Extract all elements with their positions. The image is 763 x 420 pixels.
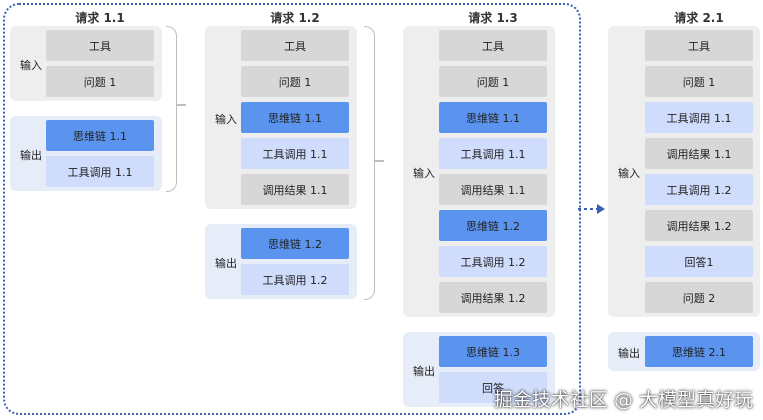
output-label: 输出	[20, 148, 42, 162]
output-item: 思维链 2.1	[645, 336, 753, 367]
output-item: 回答	[439, 372, 547, 403]
input-item: 问题 1	[439, 66, 547, 97]
input-item: 工具调用 1.1	[439, 138, 547, 169]
input-item: 调用结果 1.1	[645, 138, 753, 169]
column-title: 请求 2.1	[674, 11, 724, 25]
output-item: 思维链 1.2	[241, 228, 349, 259]
output-label: 输出	[618, 346, 640, 360]
input-item: 工具调用 1.2	[645, 174, 753, 205]
bracket-arrow-1	[177, 104, 186, 106]
input-item: 调用结果 1.2	[439, 282, 547, 313]
input-item: 工具调用 1.2	[439, 246, 547, 277]
group-arrow	[578, 204, 605, 214]
input-item: 回答1	[645, 246, 753, 277]
bracket-1	[166, 26, 177, 192]
input-item: 问题 2	[645, 282, 753, 313]
input-label: 输入	[215, 112, 237, 126]
watermark: 掘金技术社区 @ 大模型真好玩	[493, 389, 753, 411]
input-label: 输入	[20, 58, 42, 72]
input-label: 输入	[413, 166, 435, 180]
input-item: 工具	[645, 30, 753, 61]
input-item: 工具调用 1.1	[241, 138, 349, 169]
input-item: 调用结果 1.1	[439, 174, 547, 205]
bracket-arrow-2	[375, 160, 384, 162]
input-item: 工具	[46, 30, 154, 61]
input-item: 思维链 1.2	[439, 210, 547, 241]
input-item: 调用结果 1.1	[241, 174, 349, 205]
output-label: 输出	[215, 256, 237, 270]
output-item: 工具调用 1.2	[241, 264, 349, 295]
output-item: 思维链 1.1	[46, 120, 154, 151]
column-title: 请求 1.2	[270, 11, 320, 25]
input-item: 问题 1	[645, 66, 753, 97]
input-item: 工具调用 1.1	[645, 102, 753, 133]
input-label: 输入	[618, 166, 640, 180]
input-item: 问题 1	[46, 66, 154, 97]
output-label: 输出	[413, 364, 435, 378]
input-item: 问题 1	[241, 66, 349, 97]
column-title: 请求 1.1	[75, 11, 125, 25]
input-item: 工具	[241, 30, 349, 61]
bracket-2	[364, 26, 375, 300]
input-item: 思维链 1.1	[439, 102, 547, 133]
input-item: 工具	[439, 30, 547, 61]
output-item: 工具调用 1.1	[46, 156, 154, 187]
input-item: 思维链 1.1	[241, 102, 349, 133]
output-item: 思维链 1.3	[439, 336, 547, 367]
input-item: 调用结果 1.2	[645, 210, 753, 241]
column-title: 请求 1.3	[468, 11, 518, 25]
